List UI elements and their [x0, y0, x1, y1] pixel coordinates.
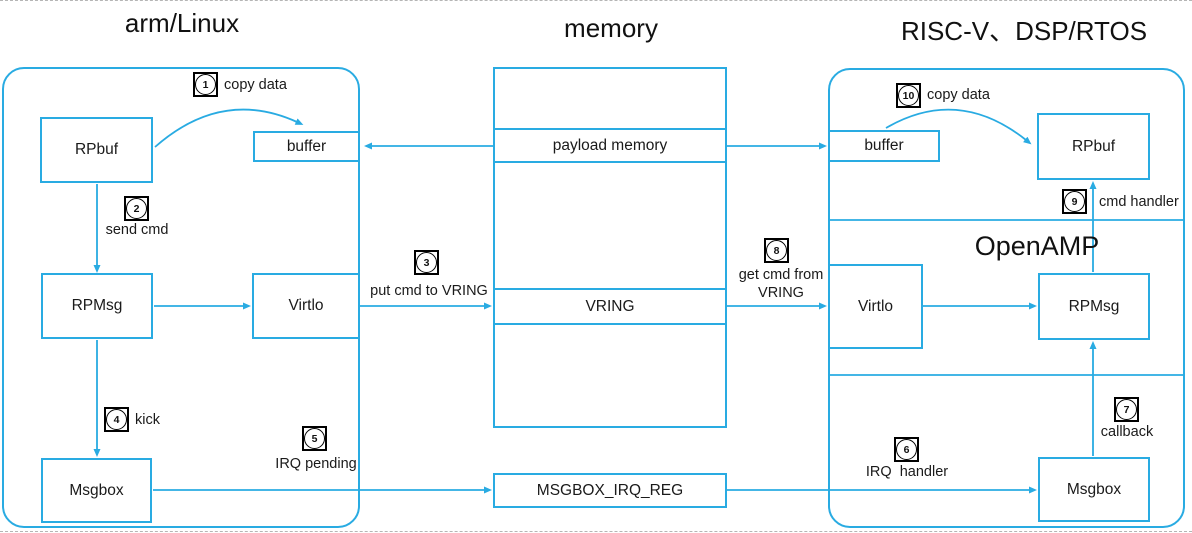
step-3-badge: 3: [414, 250, 439, 275]
step-2-badge: 2: [124, 196, 149, 221]
payload-memory-label: payload memory: [552, 136, 668, 154]
left-virtio-box: Virtlo: [252, 273, 360, 339]
step-3-label: put cmd to VRING: [370, 283, 488, 299]
right-rpbuf-box: RPbuf: [1037, 113, 1150, 180]
left-msgbox-label: Msgbox: [69, 481, 124, 499]
payload-memory-band: payload memory: [493, 128, 727, 163]
right-buffer-box: buffer: [828, 130, 940, 162]
step-8-label: get cmd from VRING: [738, 267, 824, 302]
right-virtio-box: Virtlo: [828, 264, 923, 349]
step-9-label: cmd handler: [1099, 194, 1179, 210]
arrow-copy-data-right: [885, 108, 1032, 145]
bottom-dashed-edge: [0, 531, 1192, 532]
right-msgbox-box: Msgbox: [1038, 457, 1150, 522]
left-msgbox-box: Msgbox: [41, 458, 152, 523]
left-virtio-label: Virtlo: [288, 297, 324, 314]
step-5-label: IRQ pending: [275, 456, 357, 472]
arrow-copy-data-left: [154, 108, 304, 148]
left-rpmsg-box: RPMsg: [41, 273, 153, 339]
left-rpbuf-label: RPbuf: [74, 141, 119, 158]
left-rpmsg-label: RPMsg: [71, 297, 123, 314]
right-virtio-label: Virtlo: [857, 297, 894, 315]
step-5-badge: 5: [302, 426, 327, 451]
title-arm-linux: arm/Linux: [124, 8, 240, 38]
left-rpbuf-box: RPbuf: [40, 117, 153, 183]
vring-band: VRING: [493, 288, 727, 325]
top-dashed-edge: [0, 0, 1192, 1]
vring-label: VRING: [585, 297, 635, 315]
right-rpbuf-label: RPbuf: [1071, 137, 1116, 155]
title-riscv-dsp-rtos: RISC-V、DSP/RTOS: [900, 16, 1148, 46]
step-4-label: kick: [135, 412, 160, 428]
step-7-badge: 7: [1114, 397, 1139, 422]
step-6-badge: 6: [894, 437, 919, 462]
step-10-label: copy data: [927, 87, 990, 103]
memory-block: [493, 67, 727, 428]
right-rpmsg-label: RPMsg: [1068, 297, 1120, 315]
right-msgbox-label: Msgbox: [1066, 480, 1122, 498]
right-buffer-label: buffer: [864, 137, 904, 154]
title-memory: memory: [564, 13, 658, 43]
step-4-badge: 4: [104, 407, 129, 432]
right-rpmsg-box: RPMsg: [1038, 273, 1150, 340]
openamp-label: OpenAMP: [974, 231, 1100, 261]
step-8-badge: 8: [764, 238, 789, 263]
step-7-label: callback: [1100, 424, 1154, 440]
left-buffer-box: buffer: [253, 131, 360, 162]
step-2-label: send cmd: [105, 222, 169, 238]
step-10-badge: 10: [896, 83, 921, 108]
step-1-label: copy data: [224, 77, 287, 93]
msgbox-irq-reg-label: MSGBOX_IRQ_REG: [536, 481, 684, 499]
left-buffer-label: buffer: [286, 137, 327, 155]
step-9-badge: 9: [1062, 189, 1087, 214]
step-1-badge: 1: [193, 72, 218, 97]
msgbox-irq-reg-box: MSGBOX_IRQ_REG: [493, 473, 727, 508]
step-6-label: IRQ handler: [865, 464, 949, 480]
